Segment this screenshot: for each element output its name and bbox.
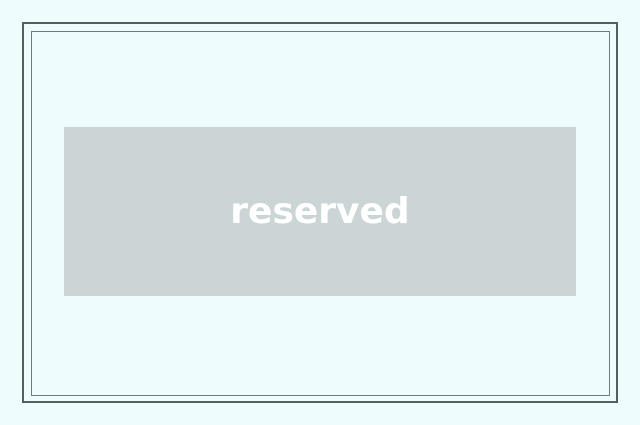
reserved-placeholder-label: reserved bbox=[230, 190, 410, 232]
inner-frame-border bbox=[31, 31, 610, 396]
outer-frame-border bbox=[22, 22, 618, 403]
reserved-placeholder-block: reserved bbox=[64, 127, 576, 296]
